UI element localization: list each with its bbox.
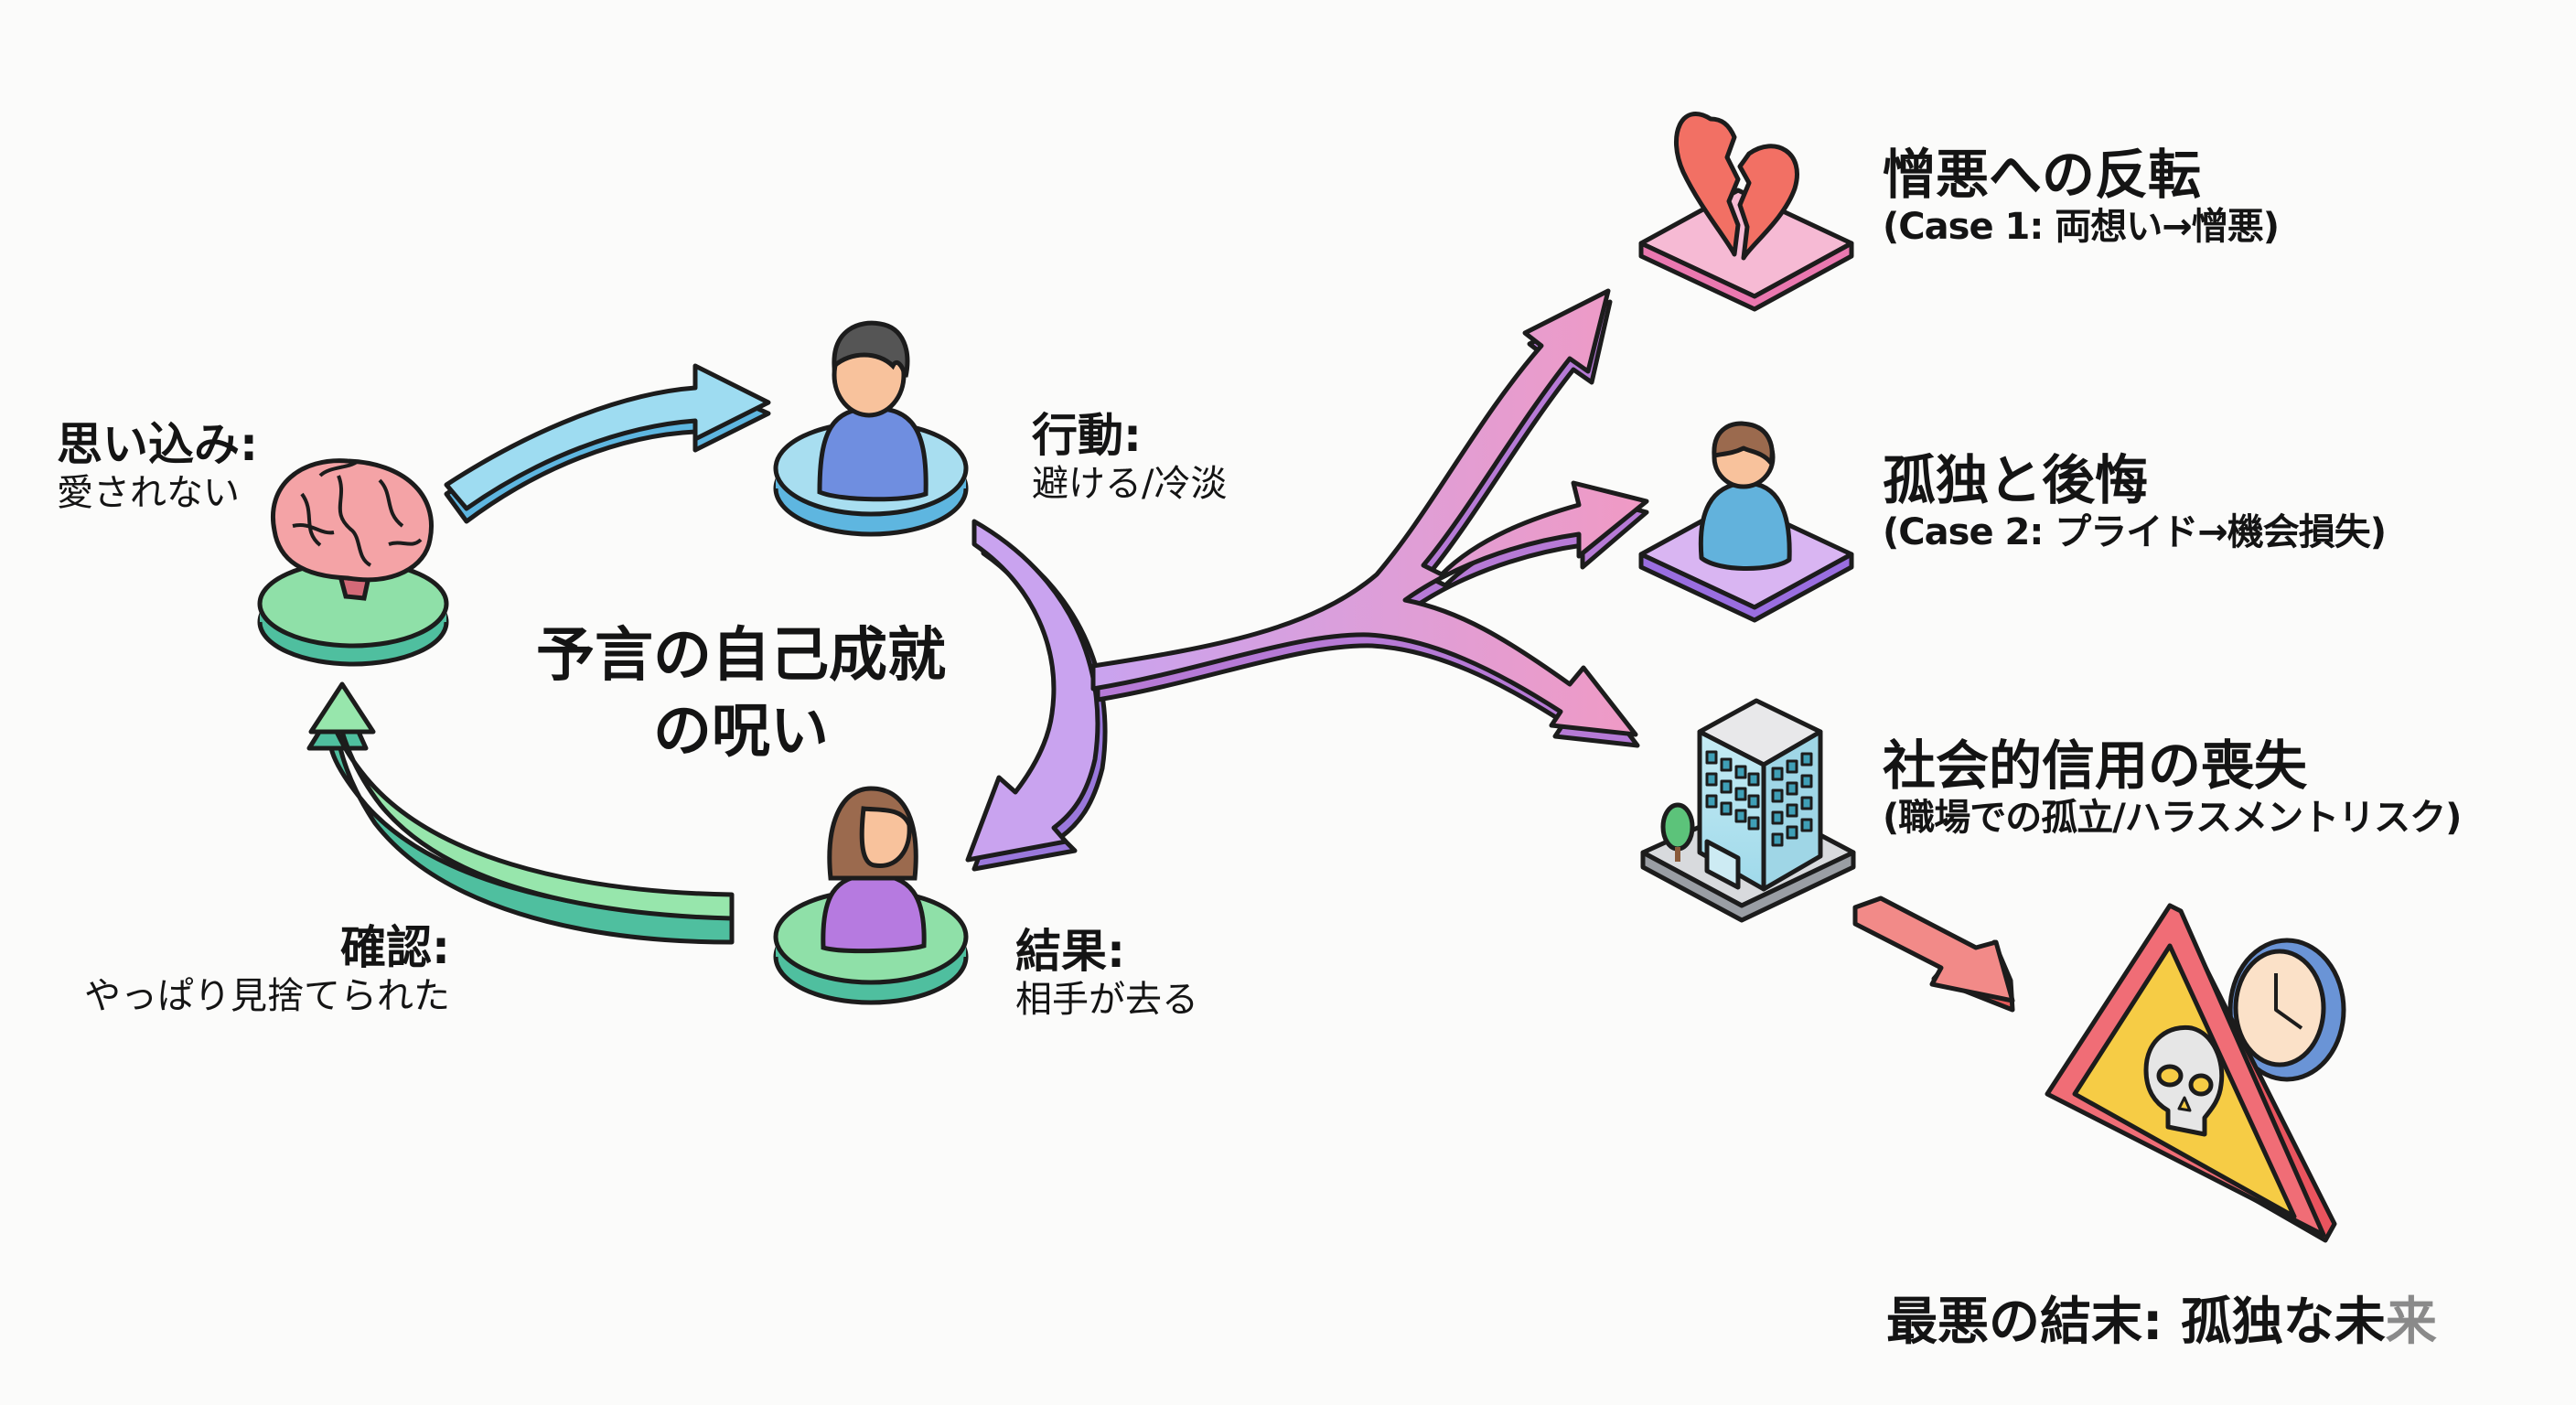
brain-icon (257, 458, 449, 667)
confirm-label: 確認: やっぱり見捨てられた (55, 921, 450, 1017)
skull-warning-icon (2045, 903, 2346, 1243)
outcome-heading: 社会的信用の喪失 (1883, 735, 2308, 797)
title-line-1: 予言の自己成就 (536, 622, 946, 690)
arrow-result-to-belief (306, 681, 735, 945)
result-heading: 結果: (1015, 925, 1125, 978)
belief-label: 思い込み: 愛されない (57, 418, 258, 514)
clock-icon (2227, 938, 2346, 1082)
worst-outcome-faded: 来 (2385, 1292, 2437, 1352)
outcome-detail: (Case 2: プライド→機会損失) (1883, 510, 2387, 553)
title-line-2: の呪い (653, 698, 829, 767)
confirm-heading: 確認: (340, 921, 450, 974)
result-label: 結果: 相手が去る (1015, 925, 1198, 1021)
arrow-belief-to-action (444, 363, 771, 524)
outcome-detail: (職場での孤立/ハラスメントリスク) (1883, 796, 2462, 839)
outcome-hatred: 憎悪への反転 (Case 1: 両想い→憎悪) (1883, 144, 2280, 248)
worst-outcome-main: 最悪の結末: 孤独な未 (1886, 1292, 2386, 1352)
belief-heading: 思い込み: (57, 418, 258, 471)
arrow-to-worst-outcome (1852, 896, 2015, 1013)
outcome-detail: (Case 1: 両想い→憎悪) (1883, 205, 2280, 248)
woman-icon (773, 786, 969, 1005)
action-heading: 行動: (1032, 409, 1142, 462)
result-detail: 相手が去る (1015, 978, 1198, 1021)
outcome-heading: 憎悪への反転 (1883, 144, 2202, 206)
outcome-heading: 孤独と後悔 (1883, 449, 2149, 511)
outcome-social-credit: 社会的信用の喪失 (職場での孤立/ハラスメントリスク) (1883, 735, 2462, 839)
skull-icon (2143, 1024, 2225, 1137)
arrow-action-to-result (965, 519, 1108, 872)
broken-heart-icon (1638, 112, 1854, 312)
branch-arrows (1090, 288, 1649, 748)
action-label: 行動: 避ける/冷淡 (1032, 409, 1228, 505)
diagram-title: 予言の自己成就 の呪い (512, 618, 970, 770)
worst-outcome-label: 最悪の結末: 孤独な未来 (1886, 1281, 2437, 1355)
man-icon (773, 320, 969, 537)
action-detail: 避ける/冷淡 (1032, 462, 1228, 505)
confirm-detail: やっぱり見捨てられた (84, 974, 450, 1017)
belief-detail: 愛されない (57, 471, 240, 514)
office-building-icon (1640, 698, 1856, 923)
outcome-loneliness: 孤独と後悔 (Case 2: プライド→機会損失) (1883, 449, 2387, 553)
lonely-person-icon (1638, 421, 1854, 623)
